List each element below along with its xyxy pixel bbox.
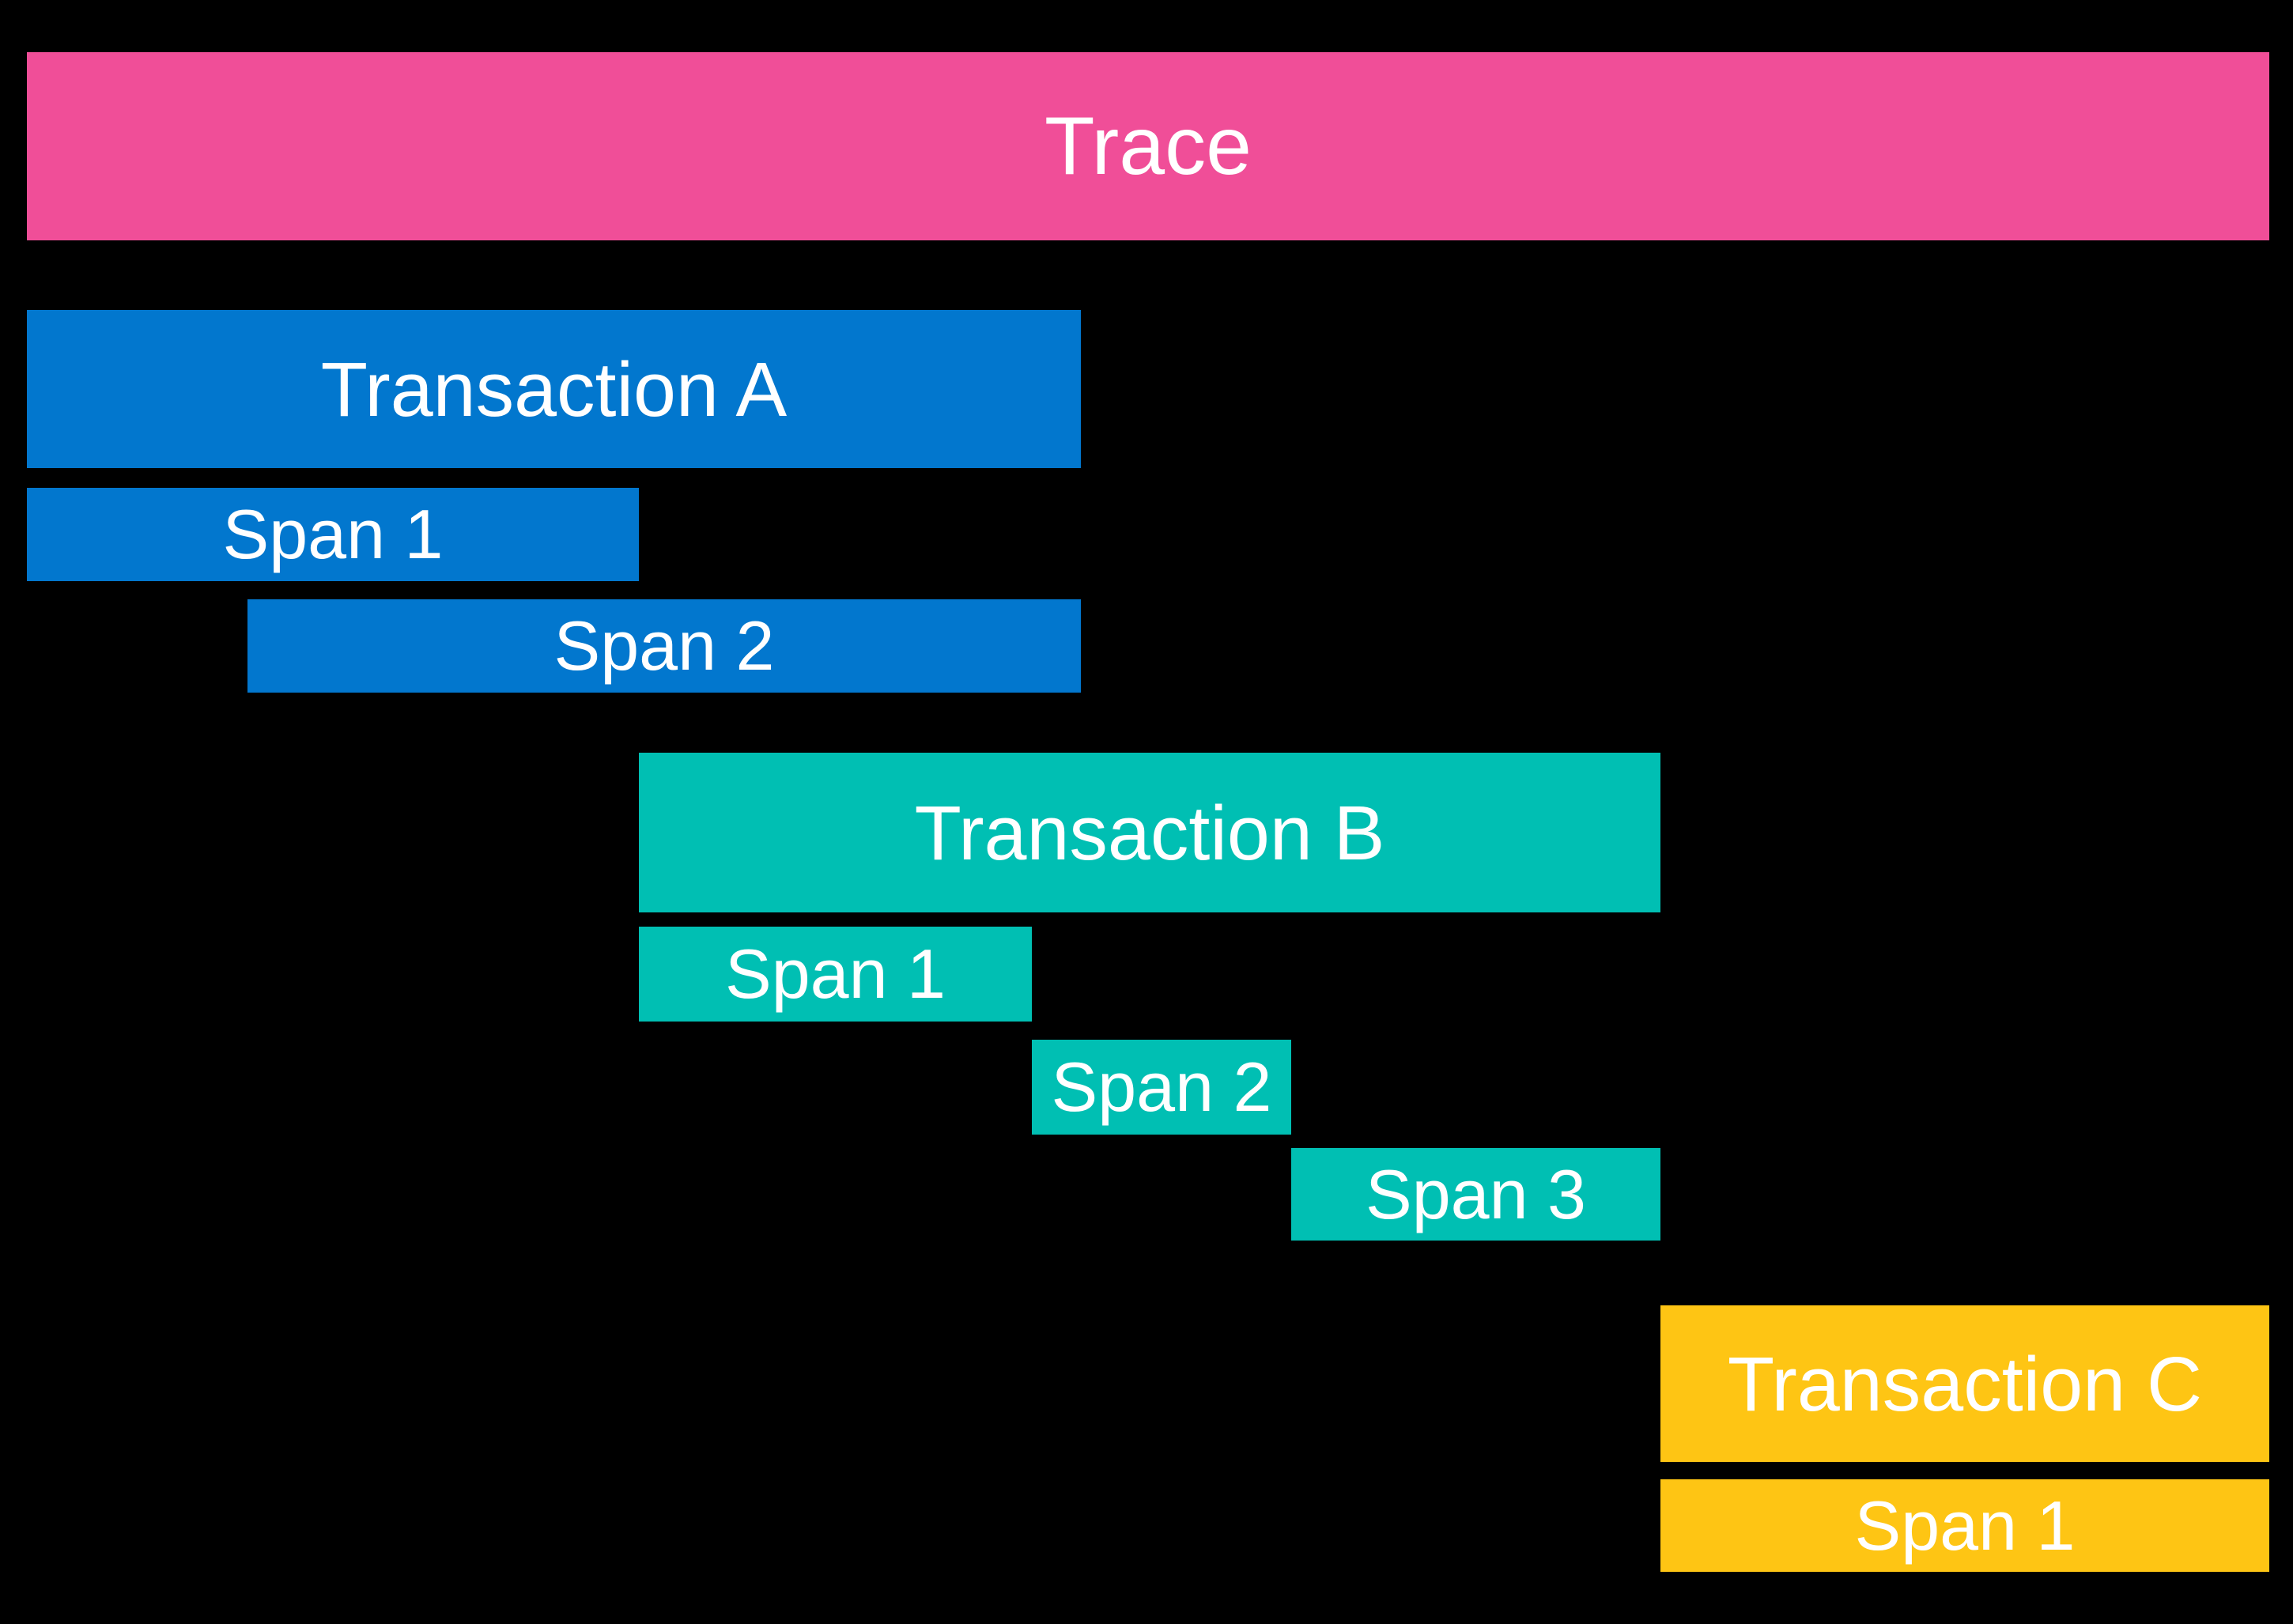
- transaction-b-span-3-bar: Span 3: [1291, 1148, 1660, 1241]
- trace-bar: Trace: [27, 52, 2269, 240]
- transaction-b-span-1-bar: Span 1: [639, 927, 1032, 1022]
- transaction-b-span-2-bar: Span 2: [1032, 1040, 1291, 1135]
- transaction-c-bar: Transaction C: [1660, 1305, 2269, 1462]
- transaction-a-bar: Transaction A: [27, 310, 1081, 468]
- transaction-a-span-2-bar: Span 2: [247, 599, 1081, 693]
- transaction-c-span-1-bar: Span 1: [1660, 1479, 2269, 1572]
- transaction-b-bar: Transaction B: [639, 753, 1660, 912]
- transaction-a-span-1-bar: Span 1: [27, 488, 639, 581]
